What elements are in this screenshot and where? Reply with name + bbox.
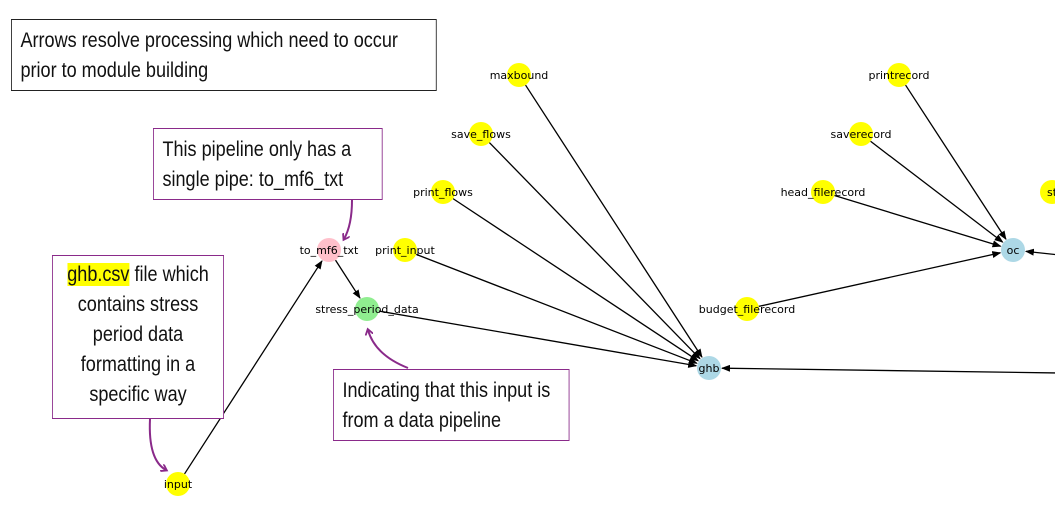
edge-head_filerecord-to-oc bbox=[834, 194, 1002, 248]
node-label: maxbound bbox=[490, 69, 549, 82]
node-circle bbox=[1040, 180, 1055, 204]
callout-arrow-csv bbox=[148, 418, 166, 470]
edge-offscreen_right_oc-to-oc bbox=[1024, 248, 1055, 256]
node-label: st bbox=[1047, 186, 1055, 199]
node-label: print_flows bbox=[413, 186, 473, 199]
node-circle bbox=[166, 472, 190, 496]
csv-filename-highlight: ghb.csv bbox=[67, 263, 130, 286]
edge-to_mf6_txt-to-stress_period_data bbox=[334, 259, 361, 299]
arrows-note-box: Arrows resolve processing which need to … bbox=[11, 19, 437, 91]
node-oc: oc bbox=[1001, 238, 1025, 262]
data-pipeline-note-text: Indicating that this input is from a dat… bbox=[342, 379, 551, 432]
node-label: budget_filerecord bbox=[699, 303, 795, 316]
node-label: print_input bbox=[375, 244, 435, 257]
nodes-layer: maxbound save_flows print_flows print_input… bbox=[164, 63, 1055, 496]
csv-note-text: file which contains stress period data f… bbox=[77, 263, 209, 406]
node-circle bbox=[811, 180, 835, 204]
node-circle bbox=[1001, 238, 1025, 262]
edge-budget_filerecord-to-oc bbox=[758, 251, 1002, 308]
node-ghb: ghb bbox=[697, 356, 721, 380]
data-pipeline-note-box: Indicating that this input is from a dat… bbox=[333, 369, 570, 441]
node-print-input: print_input bbox=[375, 238, 436, 262]
callout-arrow-data-pipeline bbox=[368, 330, 409, 369]
node-print-flows: print_flows bbox=[413, 180, 473, 204]
node-label: input bbox=[164, 478, 193, 491]
node-partial-right: st bbox=[1040, 180, 1055, 204]
callout-arrows bbox=[148, 199, 409, 470]
node-label: oc bbox=[1007, 244, 1020, 257]
edge-print_input-to-ghb bbox=[415, 253, 698, 364]
edge-save_flows-to-ghb bbox=[488, 142, 701, 360]
node-label: saverecord bbox=[831, 128, 892, 141]
node-maxbound: maxbound bbox=[490, 63, 549, 87]
edge-print_flows-to-ghb bbox=[452, 198, 699, 362]
node-circle bbox=[355, 297, 379, 321]
node-printrecord: printrecord bbox=[869, 63, 930, 87]
node-label: printrecord bbox=[869, 69, 930, 82]
edge-offscreen_right_ghb-to-ghb bbox=[720, 364, 1055, 374]
node-label: to_mf6_txt bbox=[300, 244, 359, 257]
node-head-filerecord: head_filerecord bbox=[781, 180, 866, 204]
node-circle bbox=[507, 63, 531, 87]
edge-printrecord-to-oc bbox=[905, 84, 1007, 240]
edge-saverecord-to-oc bbox=[870, 140, 1004, 243]
node-label: ghb bbox=[699, 362, 720, 375]
edges-layer bbox=[183, 84, 1055, 475]
node-circle bbox=[393, 238, 417, 262]
node-circle bbox=[735, 297, 759, 321]
edge-stress_period_data-to-ghb bbox=[378, 310, 698, 368]
node-circle bbox=[317, 238, 341, 262]
node-label: save_flows bbox=[451, 128, 511, 141]
node-circle bbox=[469, 122, 493, 146]
node-circle bbox=[697, 356, 721, 380]
csv-note-box: ghb.csv file which contains stress perio… bbox=[52, 255, 224, 419]
node-label: head_filerecord bbox=[781, 186, 866, 199]
node-save-flows: save_flows bbox=[451, 122, 511, 146]
node-input: input bbox=[164, 472, 193, 496]
node-circle bbox=[887, 63, 911, 87]
edge-maxbound-to-ghb bbox=[524, 84, 703, 358]
node-circle bbox=[849, 122, 873, 146]
node-stress-period-data: stress_period_data bbox=[315, 297, 419, 321]
arrows-note-text: Arrows resolve processing which need to … bbox=[20, 29, 398, 82]
node-to-mf6-txt: to_mf6_txt bbox=[300, 238, 359, 262]
node-circle bbox=[431, 180, 455, 204]
edge-input-to-to_mf6_txt bbox=[183, 260, 323, 475]
node-saverecord: saverecord bbox=[831, 122, 892, 146]
node-label: stress_period_data bbox=[315, 303, 418, 316]
node-budget-filerecord: budget_filerecord bbox=[699, 297, 795, 321]
pipeline-note-box: This pipeline only has a single pipe: to… bbox=[153, 128, 383, 200]
pipeline-note-text: This pipeline only has a single pipe: to… bbox=[162, 138, 352, 191]
callout-arrow-pipeline bbox=[344, 199, 353, 239]
